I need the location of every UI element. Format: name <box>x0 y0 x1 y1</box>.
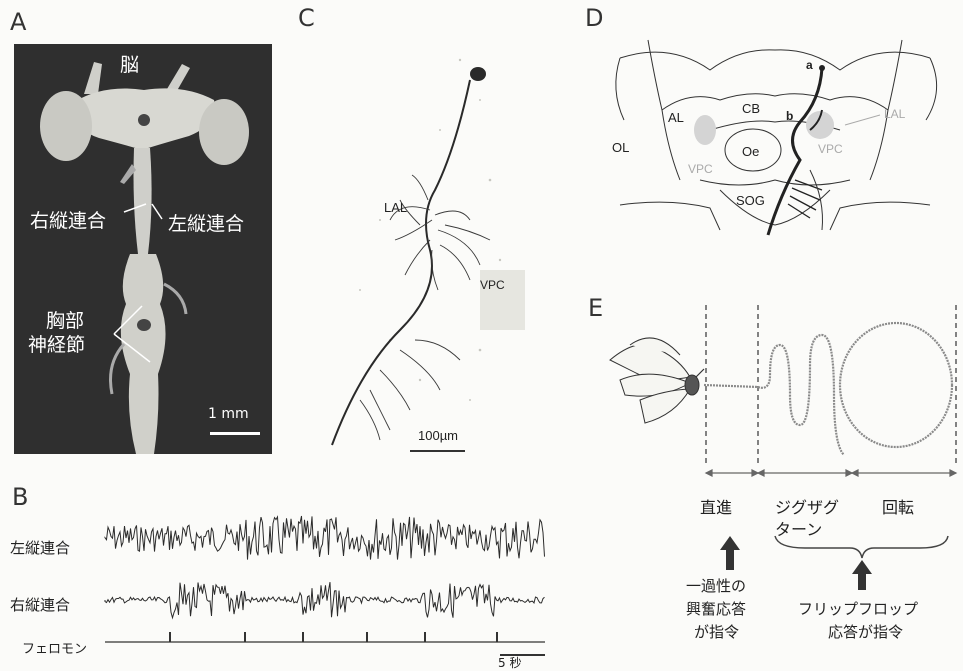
straight-label: 直進 <box>700 494 732 518</box>
panel-letter-b: B <box>12 483 28 511</box>
cb-label: CB <box>742 101 760 116</box>
thoracic-ganglion-label-2: 神経節 <box>28 330 85 357</box>
left-connective-trace-label: 左縦連合 <box>10 537 70 558</box>
oneshot-label-2: 興奮応答 <box>686 598 746 619</box>
nervous-system-photo <box>14 44 272 454</box>
panel-letter-d: D <box>585 4 603 32</box>
thoracic-ganglion-label-1: 胸部 <box>46 306 84 333</box>
right-connective-trace <box>105 582 545 618</box>
zigzag-label-1: ジグザグ <box>775 494 839 518</box>
right-connective-label: 右縦連合 <box>30 206 106 233</box>
lal-label: LAL <box>384 200 407 215</box>
pheromone-label: フェロモン <box>22 638 87 657</box>
rotation-label: 回転 <box>882 494 914 518</box>
oneshot-label-3: が指令 <box>694 621 739 642</box>
flipflop-label-1: フリップフロップ <box>798 598 918 619</box>
up-arrow-left <box>720 536 740 570</box>
nervous-system-drawing <box>14 44 272 454</box>
brain-label: 脳 <box>120 50 139 77</box>
lal-d-label: LAL <box>884 107 905 121</box>
neuron-image <box>320 40 530 460</box>
oe-label: Oe <box>742 144 759 159</box>
moth-icon <box>610 338 704 423</box>
brain-schematic <box>600 30 950 245</box>
right-connective-trace-label: 右縦連合 <box>10 594 70 615</box>
vpc-left-label: VPC <box>688 162 713 176</box>
neuron-a-label: a <box>806 58 813 72</box>
left-connective-label: 左縦連合 <box>168 209 244 236</box>
sog-label: SOG <box>736 193 765 208</box>
spike-traces <box>105 500 550 660</box>
up-arrow-right <box>852 560 872 590</box>
vpc-right-label: VPC <box>818 142 843 156</box>
vpc-label-c: VPC <box>480 278 505 292</box>
ol-label: OL <box>612 140 629 155</box>
flipflop-label-2: 応答が指令 <box>828 621 903 642</box>
time-scale-label: 5 秒 <box>498 654 521 671</box>
walking-path-diagram <box>600 305 960 485</box>
oneshot-label-1: 一過性の <box>686 575 746 596</box>
al-label: AL <box>668 110 684 125</box>
panel-letter-a: A <box>10 8 26 36</box>
left-connective-trace <box>105 516 545 560</box>
photo-scale-label: 1 mm <box>208 406 249 422</box>
panel-letter-c: C <box>298 4 315 32</box>
stimulus-ticks <box>170 632 497 642</box>
neuron-b-label: b <box>786 109 793 123</box>
brace <box>775 536 948 558</box>
neuron-scale-label: 100µm <box>418 428 458 443</box>
